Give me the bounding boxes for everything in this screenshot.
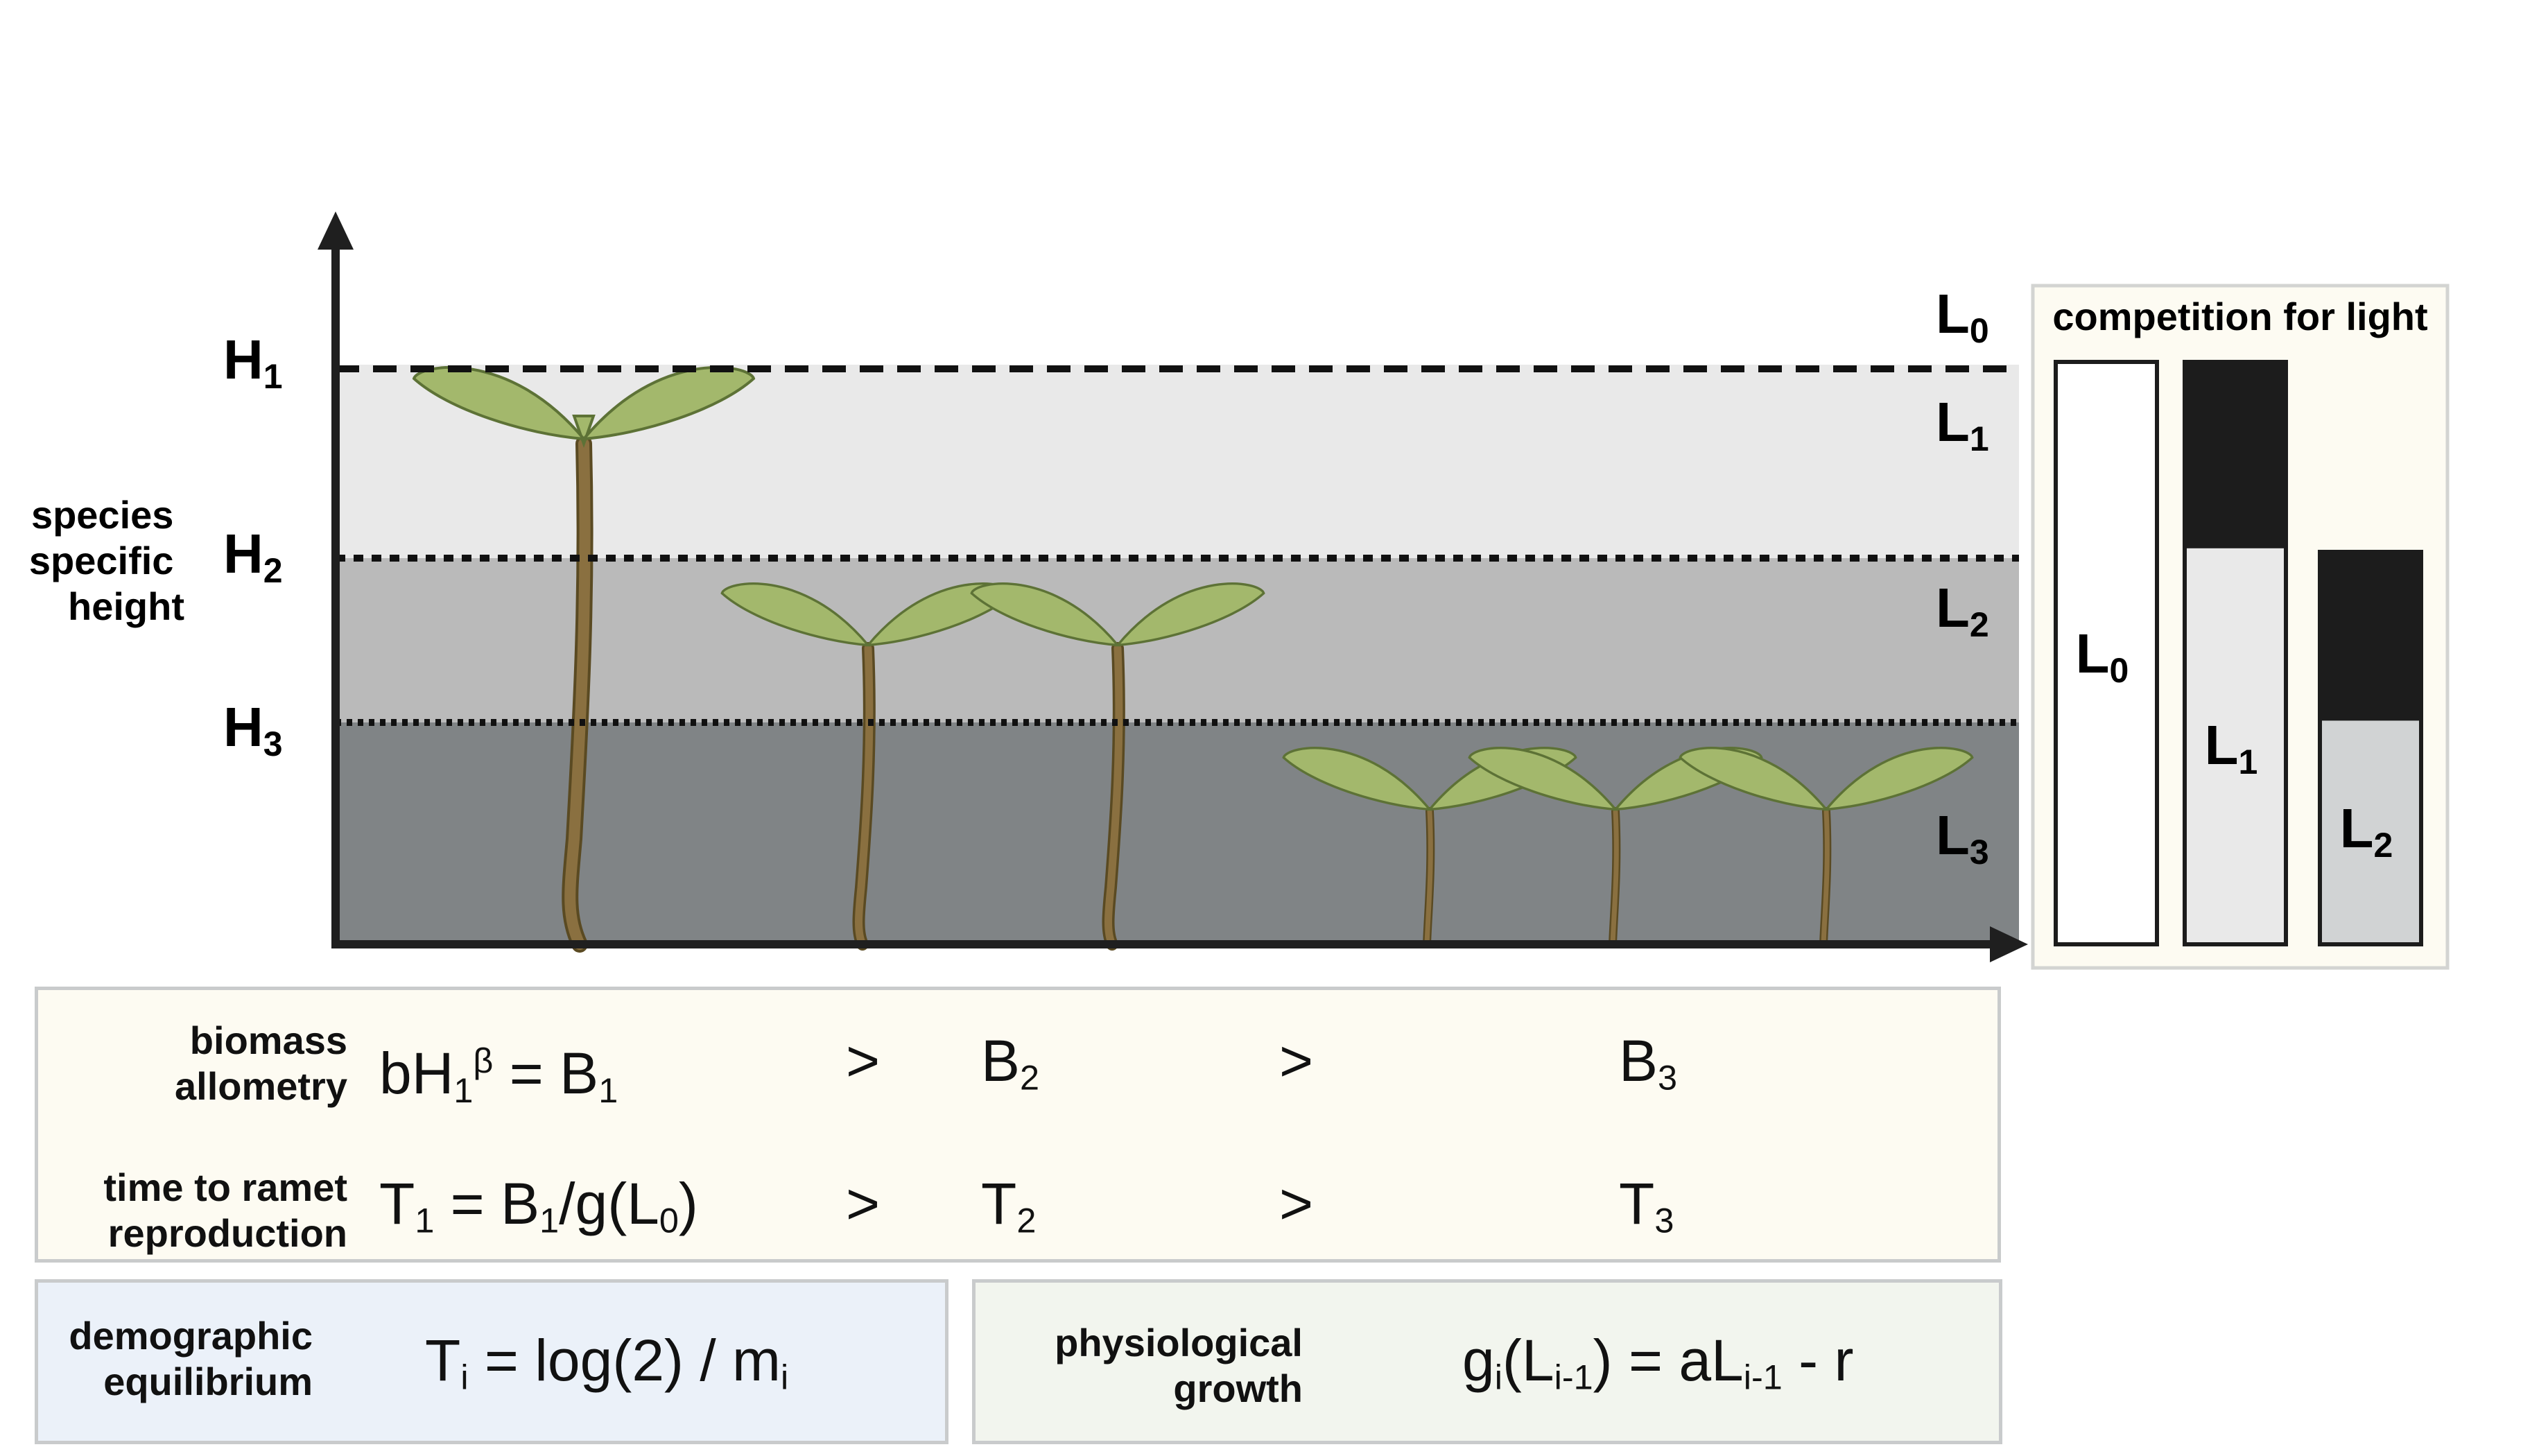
biomass-gt-2: > [1279, 1028, 1314, 1093]
time-t3: T3 [1619, 1171, 1674, 1240]
competition-bar-label: L0 [2076, 623, 2129, 690]
layer-label-l2: L2 [1936, 577, 1989, 644]
demographic-panel: demographic equilibrium Ti = log(2) / mi [35, 1279, 948, 1444]
competition-bar-outline [2318, 550, 2423, 946]
biomass-b1-equation: bH1β = B1 [379, 1041, 618, 1110]
seedling-short-2 [1468, 747, 1763, 948]
biomass-b3: B3 [1619, 1028, 1678, 1098]
y-axis-title: species specific height [29, 493, 184, 628]
physiological-panel: physiological growth gi(Li-1) = aLi-1 - … [972, 1279, 2002, 1444]
seedling-medium-2 [970, 582, 1265, 951]
demographic-equation: Ti = log(2) / mi [425, 1328, 789, 1397]
competition-bar-l0: L0 [2054, 360, 2159, 946]
competition-bar-label: L1 [2205, 714, 2258, 781]
time-gt-1: > [846, 1171, 881, 1236]
height-label-h2: H2 [223, 523, 283, 590]
competition-title: competition for light [2052, 295, 2427, 338]
height-label-h1: H1 [223, 329, 283, 396]
competition-bar-shaded [2320, 552, 2421, 721]
seedling-medium-1 [720, 582, 1016, 951]
competition-bar-l2: L2 [2318, 550, 2423, 946]
physiological-growth-label: physiological growth [1055, 1321, 1303, 1410]
layer-band-2 [336, 558, 2019, 722]
competition-bar-l1: L1 [2183, 360, 2288, 946]
time-t2: T2 [981, 1171, 1037, 1240]
time-gt-2: > [1279, 1171, 1314, 1236]
competition-bar-shaded [2185, 362, 2286, 548]
layer-label-l0: L0 [1936, 283, 1989, 350]
height-label-h3: H3 [223, 696, 283, 763]
time-t1-equation: T1 = B1/g(L0) [379, 1171, 698, 1240]
competition-bar-outline [2054, 360, 2159, 946]
time-to-reproduction-label: time to ramet reproduction [103, 1165, 347, 1255]
biomass-gt-1: > [846, 1028, 881, 1093]
demographic-equilibrium-label: demographic equilibrium [69, 1314, 313, 1403]
layer-label-l3: L3 [1936, 804, 1989, 872]
competition-bar-body [2056, 362, 2157, 944]
x-axis-arrow-icon [1990, 926, 2028, 962]
seedling-short-3 [1679, 747, 1974, 948]
seedling-tall [413, 365, 755, 953]
biomass-b2: B2 [981, 1028, 1040, 1098]
y-axis-arrow-icon [318, 211, 354, 250]
biomass-allometry-label: biomass allometry [175, 1019, 347, 1108]
layer-band-1 [336, 365, 2019, 558]
layer-band-3 [336, 722, 2019, 944]
seedling-short-1 [1282, 747, 1577, 948]
competition-bar-label: L2 [2340, 797, 2393, 865]
competition-bar-outline [2183, 360, 2288, 946]
layer-label-l1: L1 [1936, 391, 1989, 458]
physiological-equation: gi(Li-1) = aLi-1 - r [1462, 1328, 1854, 1397]
allometry-panel: biomass allometry bH1β = B1 > B2 > B3 ti… [35, 987, 2001, 1263]
